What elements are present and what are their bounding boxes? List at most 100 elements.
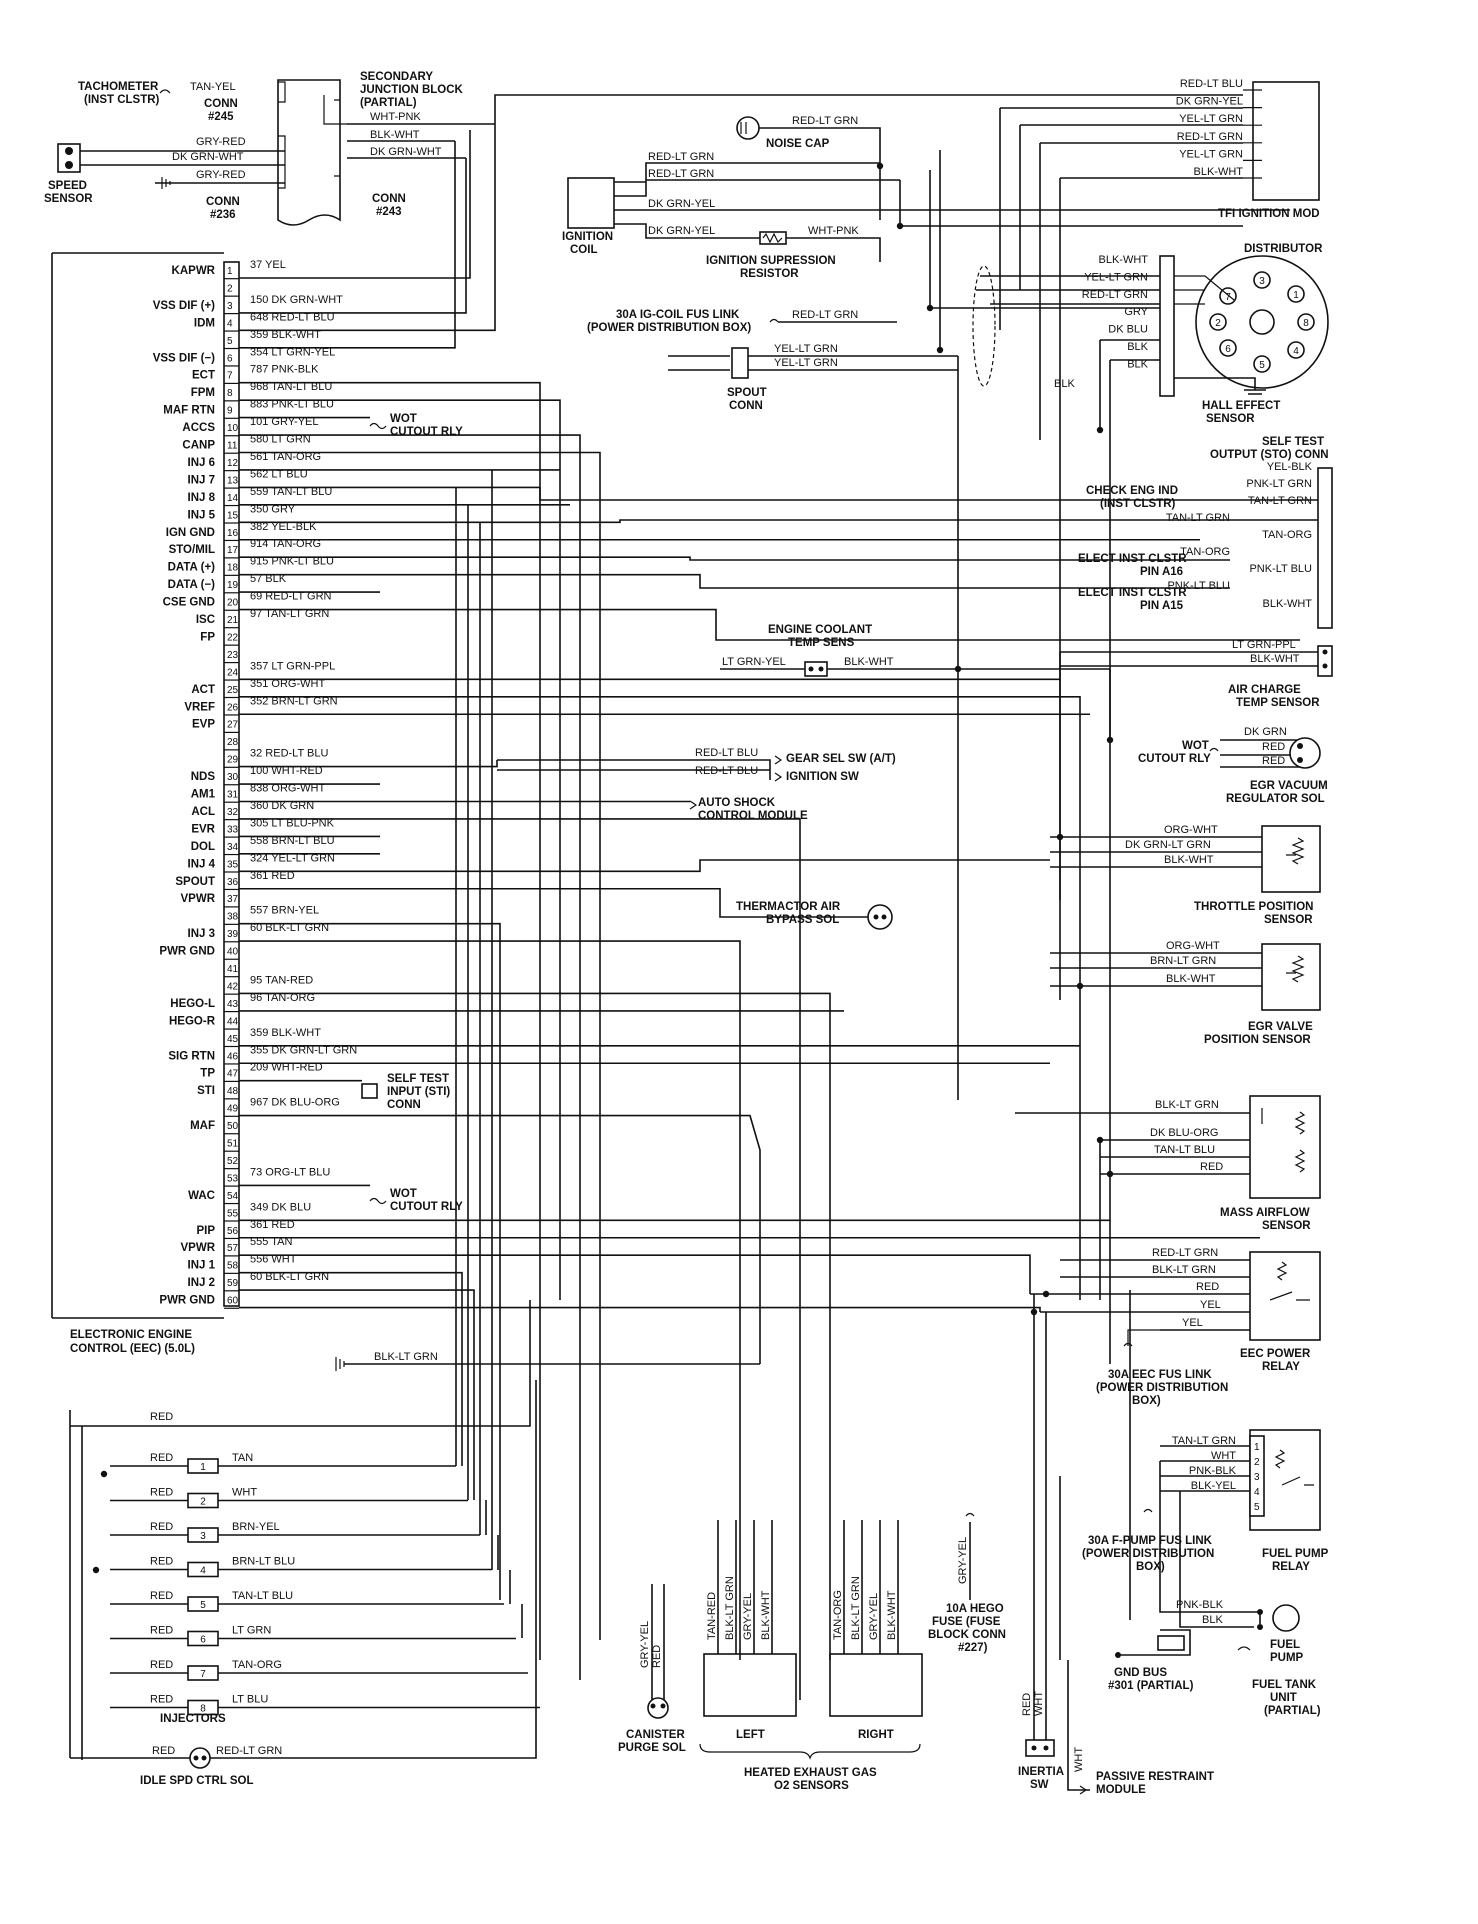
pin-name: VPWR — [181, 893, 216, 905]
wire-route — [239, 556, 1230, 561]
pin-wire-label: 37 YEL — [250, 259, 286, 271]
pin-number: 26 — [227, 702, 239, 713]
check-eng-2: (INST CLSTR) — [1100, 498, 1176, 510]
coil-wire-2: RED-LT GRN — [648, 168, 714, 180]
ect-wire-1: LT GRN-YEL — [722, 656, 786, 668]
relay-wire-3: RED — [1196, 1281, 1219, 1293]
splice-dot — [954, 665, 962, 673]
pin-wire-label: 57 BLK — [250, 573, 287, 585]
act-label-2: TEMP SENSOR — [1236, 697, 1320, 709]
pin-wire-label: 69 RED-LT GRN — [250, 591, 332, 603]
wire-route — [239, 818, 801, 1700]
ignition-sw: IGNITION SW — [786, 771, 859, 783]
injector-common-label: RED — [150, 1694, 173, 1706]
distributor-connector — [1159, 255, 1175, 397]
tfi-wire-label: YEL-LT GRN — [1179, 148, 1243, 160]
speed-sensor-label-2: SENSOR — [44, 193, 93, 205]
pin-name: SPOUT — [175, 876, 215, 888]
pin-number: 38 — [227, 912, 239, 923]
evp-label-1: EGR VALVE — [1248, 1021, 1313, 1033]
hego-fuse-1: 10A HEGO — [946, 1603, 1004, 1615]
pin-number: 3 — [227, 301, 233, 312]
canister-purge-sol — [647, 1697, 669, 1719]
splice-dot — [1076, 982, 1084, 990]
pin-name: PIP — [196, 1225, 215, 1237]
cylinder-number: 5 — [1259, 360, 1265, 371]
cylinder-number: 7 — [1225, 292, 1231, 303]
conn245-2: #245 — [208, 111, 234, 123]
maf-label-1: MASS AIRFLOW — [1220, 1207, 1310, 1219]
maf-wire-1: BLK-LT GRN — [1155, 1099, 1219, 1111]
egr-wire-2: RED — [1262, 741, 1285, 753]
injector-common-label: RED — [150, 1521, 173, 1533]
pump-wire-label: TAN-LT GRN — [1172, 1435, 1236, 1447]
eec-title-1: ELECTRONIC ENGINE — [70, 1329, 192, 1341]
hego-label-1: HEATED EXHAUST GAS — [744, 1767, 877, 1779]
sti-line1: SELF TEST — [387, 1073, 449, 1085]
pin-name: VSS DIF (+) — [153, 300, 215, 312]
spout-label-2: CONN — [729, 400, 763, 412]
inertia-label-2: SW — [1030, 1779, 1049, 1791]
pin-name: WAC — [188, 1190, 215, 1202]
pin-number: 9 — [227, 406, 233, 417]
hego-fuse-3: BLOCK CONN — [928, 1629, 1006, 1641]
pin-name: CANP — [182, 440, 215, 452]
pin-number: 51 — [227, 1139, 239, 1150]
maf-wire-4: RED — [1200, 1161, 1223, 1173]
evp-wire-2: BRN-LT GRN — [1150, 955, 1216, 967]
tp-wire-2: DK GRN-LT GRN — [1125, 839, 1211, 851]
sjb-wire-2: BLK-WHT — [370, 129, 420, 141]
pin-number: 37 — [227, 894, 239, 905]
tach-wire: TAN-YEL — [190, 81, 236, 93]
dist-wire-label: YEL-LT GRN — [1084, 271, 1148, 283]
pin-number: 48 — [227, 1086, 239, 1097]
sti-line2: INPUT (STI) — [387, 1086, 450, 1098]
ect-label-1: ENGINE COOLANT — [768, 624, 872, 636]
hego-fuse-wire: GRY-YEL — [957, 1537, 969, 1584]
a16-2: PIN A16 — [1140, 566, 1183, 578]
a16-1: ELECT INST CLSTR — [1078, 553, 1187, 565]
dist-wire-label: BLK — [1127, 341, 1148, 353]
pin-wire-label: 968 TAN-LT BLU — [250, 381, 332, 393]
egr-wire-1: DK GRN — [1244, 726, 1287, 738]
injector-common-label: RED — [150, 1625, 173, 1637]
injector-wire-label: TAN-ORG — [232, 1659, 282, 1671]
hego-right-wire-label: GRY-YEL — [868, 1593, 880, 1640]
maf-wire-2: DK BLU-ORG — [1150, 1127, 1218, 1139]
pin-number: 39 — [227, 929, 239, 940]
pump-relay-2: RELAY — [1272, 1561, 1310, 1573]
cylinder-terminal — [1253, 271, 1271, 289]
pin-number: 50 — [227, 1121, 239, 1132]
pin-wire-label: 915 PNK-LT BLU — [250, 556, 334, 568]
relay-wire-1: RED-LT GRN — [1152, 1247, 1218, 1259]
sto-connector — [1317, 467, 1333, 629]
egr-wot-2: CUTOUT RLY — [1138, 753, 1211, 765]
pin-number: 55 — [227, 1208, 239, 1219]
canister-label-1: CANISTER — [626, 1729, 685, 1741]
pin-number: 17 — [227, 545, 239, 556]
injector-number: 4 — [200, 1566, 206, 1577]
pin-number: 2 — [227, 283, 233, 294]
suppression-label-2: RESISTOR — [740, 268, 799, 280]
pin-number: 49 — [227, 1104, 239, 1115]
injector-wire-label: BRN-LT BLU — [232, 1556, 295, 1568]
conn245-1: CONN — [204, 98, 238, 110]
sjb-wire-3: DK GRN-WHT — [370, 146, 442, 158]
pin-name: FPM — [191, 387, 215, 399]
pin-name: PWR GND — [159, 946, 215, 958]
gnd-bus-1: GND BUS — [1114, 1667, 1167, 1679]
injector-common-label: RED — [150, 1659, 173, 1671]
splice-dot — [936, 346, 944, 354]
splice-dot — [1106, 1170, 1114, 1178]
injector-number: 2 — [200, 1497, 206, 1508]
injector-common-label: RED — [150, 1590, 173, 1602]
injector-number: 1 — [200, 1462, 206, 1473]
coil-fus-link-1: 30A IG-COIL FUS LINK — [616, 309, 740, 321]
pin-number: 12 — [227, 458, 239, 469]
shielded-cable — [972, 265, 996, 387]
pin-name: ACCS — [182, 422, 215, 434]
sensors-section: SELF TEST OUTPUT (STO) CONN YEL-BLKPNK-L… — [335, 436, 1333, 1407]
relay-wire-2: BLK-LT GRN — [1152, 1264, 1216, 1276]
pin-number: 58 — [227, 1261, 239, 1272]
